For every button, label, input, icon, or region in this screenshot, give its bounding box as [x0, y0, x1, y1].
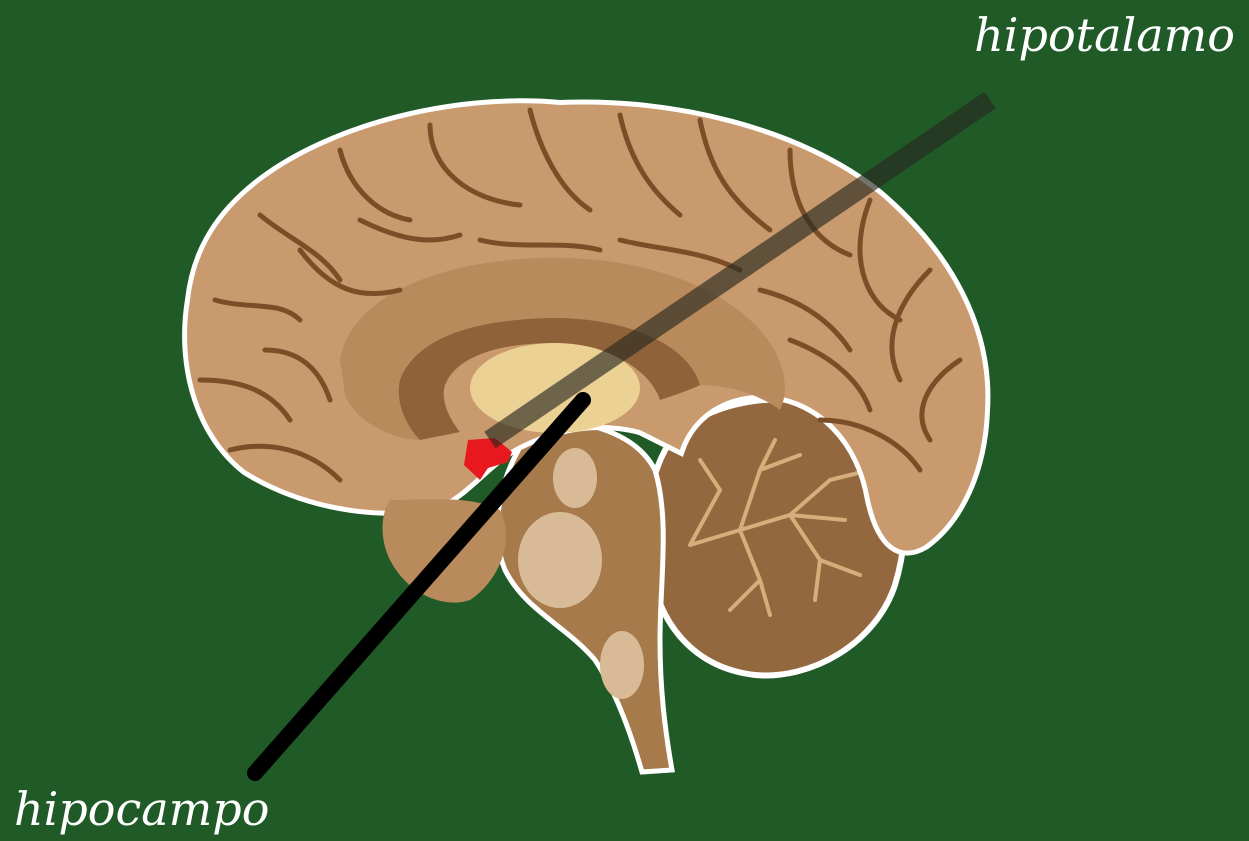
label-hipocampo: hipocampo — [14, 786, 269, 832]
pons-highlight — [518, 512, 602, 608]
label-hipotalamo: hipotalamo — [974, 12, 1235, 58]
medulla-highlight — [600, 631, 644, 699]
midbrain-highlight — [553, 448, 597, 508]
